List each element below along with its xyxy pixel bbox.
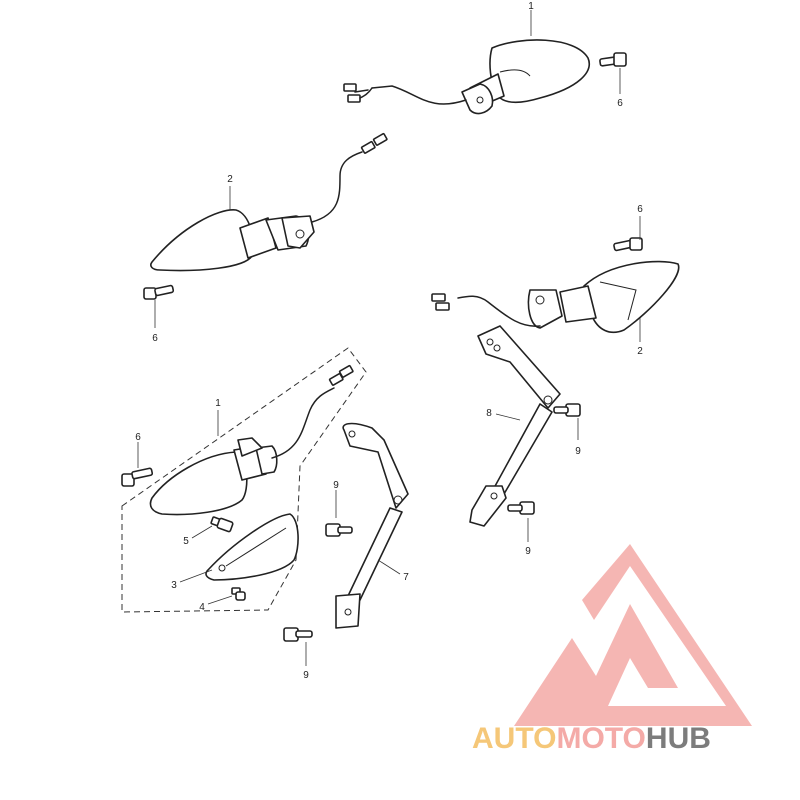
screw-5 [210, 516, 234, 533]
callout-5: 5 [183, 536, 189, 547]
indicator-lower-left [149, 364, 354, 516]
callout-9-bracket8-lower: 9 [525, 546, 531, 557]
callout-4: 4 [199, 602, 205, 613]
lens-3 [205, 513, 299, 581]
callout-2-left: 2 [227, 174, 233, 185]
bolt-9-bracket8-upper [553, 403, 581, 417]
watermark-word-auto: AUTO [472, 722, 556, 755]
bolt-6-mid [121, 467, 154, 487]
callout-7: 7 [403, 572, 409, 583]
bolt-9-bracket7 [325, 523, 353, 537]
callout-9-bracket8-upper: 9 [575, 446, 581, 457]
assembly-dashed-outline [121, 347, 367, 613]
watermark-wordmark: AUTOMOTOHUB [472, 722, 711, 755]
leader-lines [137, 10, 641, 666]
bolt-9-bottom [283, 627, 313, 642]
bolt-6-left [143, 284, 175, 300]
indicator-left [150, 132, 388, 272]
callout-3: 3 [171, 580, 177, 591]
callout-1-left: 1 [215, 398, 221, 409]
bracket-7 [335, 422, 409, 629]
callout-6-mid: 6 [135, 432, 141, 443]
automotohub-watermark: AUTOMOTOHUB [472, 544, 752, 755]
callout-6-right: 6 [637, 204, 643, 215]
bolt-6-right [613, 237, 643, 252]
callout-2-right: 2 [637, 346, 643, 357]
callout-9-bracket7: 9 [333, 480, 339, 491]
bracket-8 [469, 325, 561, 527]
callout-9-bottom: 9 [303, 670, 309, 681]
bolt-6-top [599, 52, 627, 67]
watermark-triangle-mark [514, 544, 752, 726]
indicator-right [431, 260, 680, 334]
indicator-top [343, 39, 590, 115]
callout-6-left: 6 [152, 333, 158, 344]
watermark-word-moto: MOTO [556, 722, 645, 755]
bolt-9-bracket8-lower [507, 501, 535, 515]
callout-8: 8 [486, 408, 492, 419]
screw-4 [231, 587, 246, 601]
callout-labels: 1 6 2 6 6 2 1 6 8 9 9 9 5 3 4 7 9 [135, 1, 643, 681]
callout-1-top: 1 [528, 1, 534, 12]
watermark-word-hub: HUB [646, 722, 711, 755]
callout-6-top: 6 [617, 98, 623, 109]
